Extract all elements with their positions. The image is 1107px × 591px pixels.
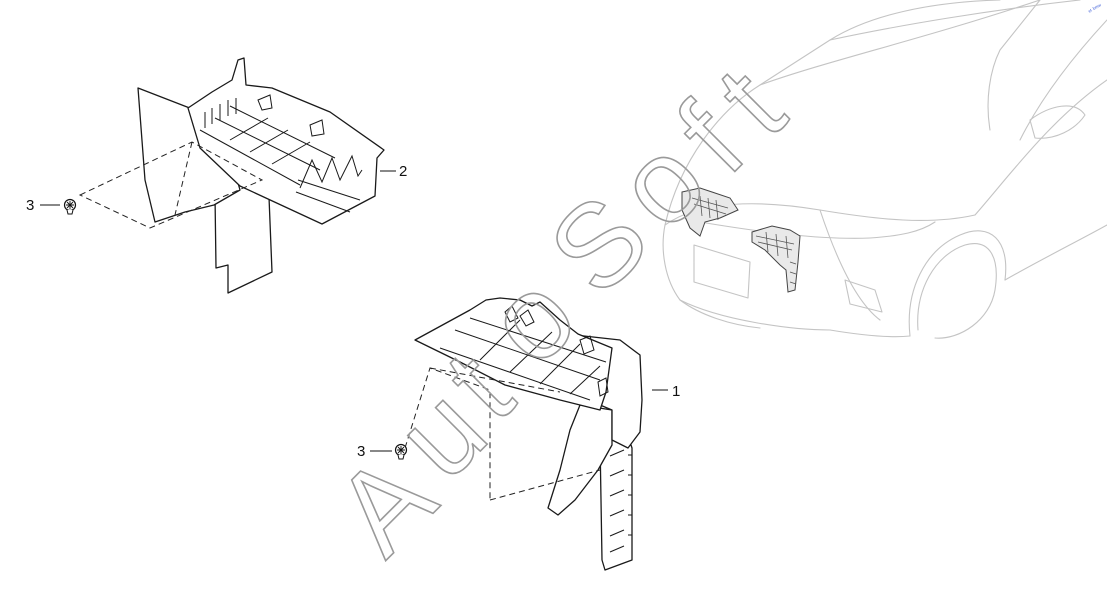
part-1-bracket (414, 297, 643, 571)
part-1-fastener-lines (404, 367, 601, 501)
vehicle-front-outline (662, 0, 1107, 339)
part-2-bracket (137, 57, 385, 294)
corner-mark: ᵉᵗ ᵇᵐʷ (1088, 3, 1104, 16)
callout-part-2: 2 (399, 163, 407, 180)
callout-part-1: 1 (672, 383, 680, 400)
callout-part-3-lower: 3 (357, 443, 365, 460)
push-clip-icon (394, 443, 408, 460)
callout-part-3-upper: 3 (26, 197, 34, 214)
push-clip-icon (63, 198, 77, 215)
part-2-fastener-lines (78, 141, 264, 229)
installed-parts-highlight (681, 187, 801, 293)
